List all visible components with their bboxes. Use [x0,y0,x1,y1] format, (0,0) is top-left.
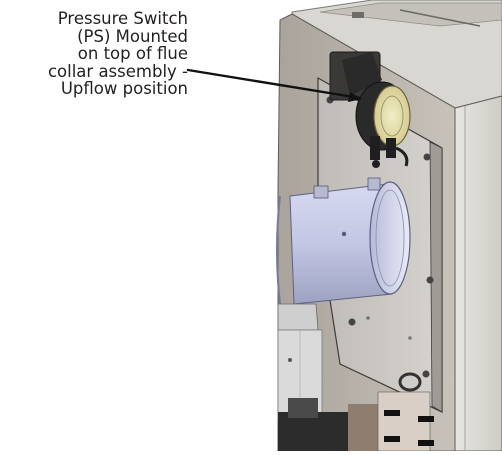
callout-leader [186,68,362,102]
callout-line-5: Upflow position [60,79,188,99]
mounting-screw [423,153,431,161]
callout-line-2: (PS) Mounted [77,26,188,46]
callout-line-4: collar assembly - [47,61,188,81]
pressure-switch-callout: Pressure Switch (PS) Mounted on top of f… [0,10,188,98]
mounting-screw [348,318,356,326]
pressure-switch [329,51,411,168]
flue-collar-rim [369,181,411,295]
mounting-screw [426,276,434,284]
callout-line-3: on top of flue [77,44,188,64]
cabinet-front-panel [454,95,502,452]
mounting-screw [422,370,430,378]
flue-collar-assembly [276,177,411,305]
callout-line-1: Pressure Switch [57,9,188,28]
lower-components [278,372,434,452]
